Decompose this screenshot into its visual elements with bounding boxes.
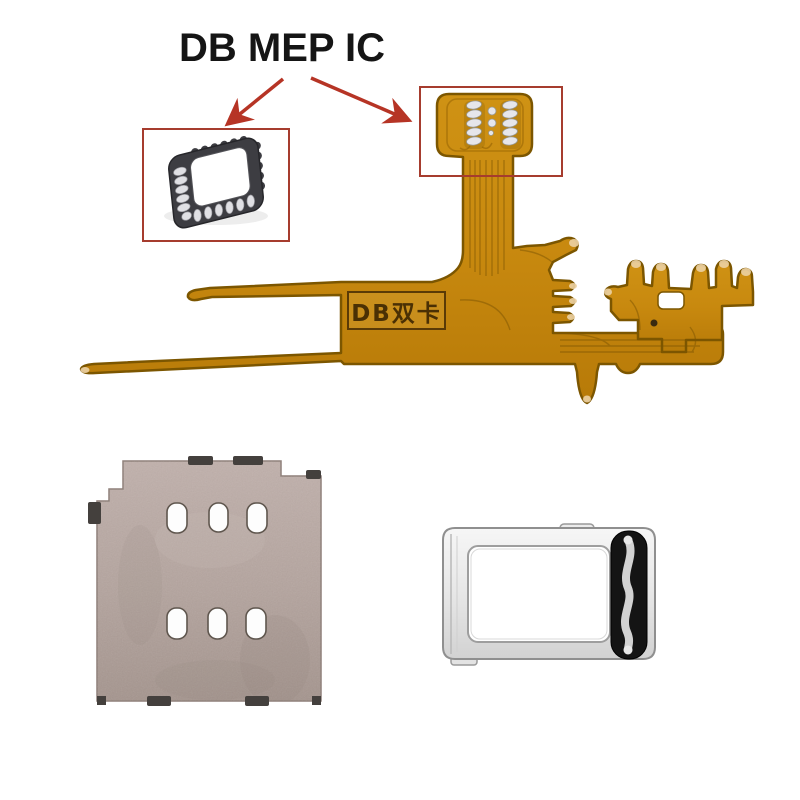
- flex-cable-traces: [459, 160, 706, 353]
- mep-ic-chip: [164, 135, 268, 229]
- annotation-arrows: [224, 76, 413, 127]
- flex-cable-head-pads: [446, 98, 524, 152]
- flex-pads-callout-box: [419, 86, 563, 177]
- ic-chip-callout-box: [142, 128, 290, 242]
- sim-reader-tabs: [88, 456, 321, 706]
- sim-tray-spring-strip: [621, 538, 635, 653]
- flex-cable-hole: [657, 291, 685, 310]
- arrow-left-icon: [224, 77, 285, 127]
- sim-reader-contact-slots: [166, 502, 268, 640]
- sim-card-tray: [442, 523, 656, 666]
- sim-tray-opening: [467, 545, 611, 643]
- flex-cable-via-hole: [650, 319, 658, 327]
- flex-cable-finger-tips: [80, 239, 751, 403]
- arrow-right-icon: [310, 76, 413, 124]
- annotation-title: DB MEP IC: [179, 26, 385, 70]
- flex-cable-label: DB双卡: [347, 291, 446, 330]
- sim-card-reader: [88, 456, 322, 706]
